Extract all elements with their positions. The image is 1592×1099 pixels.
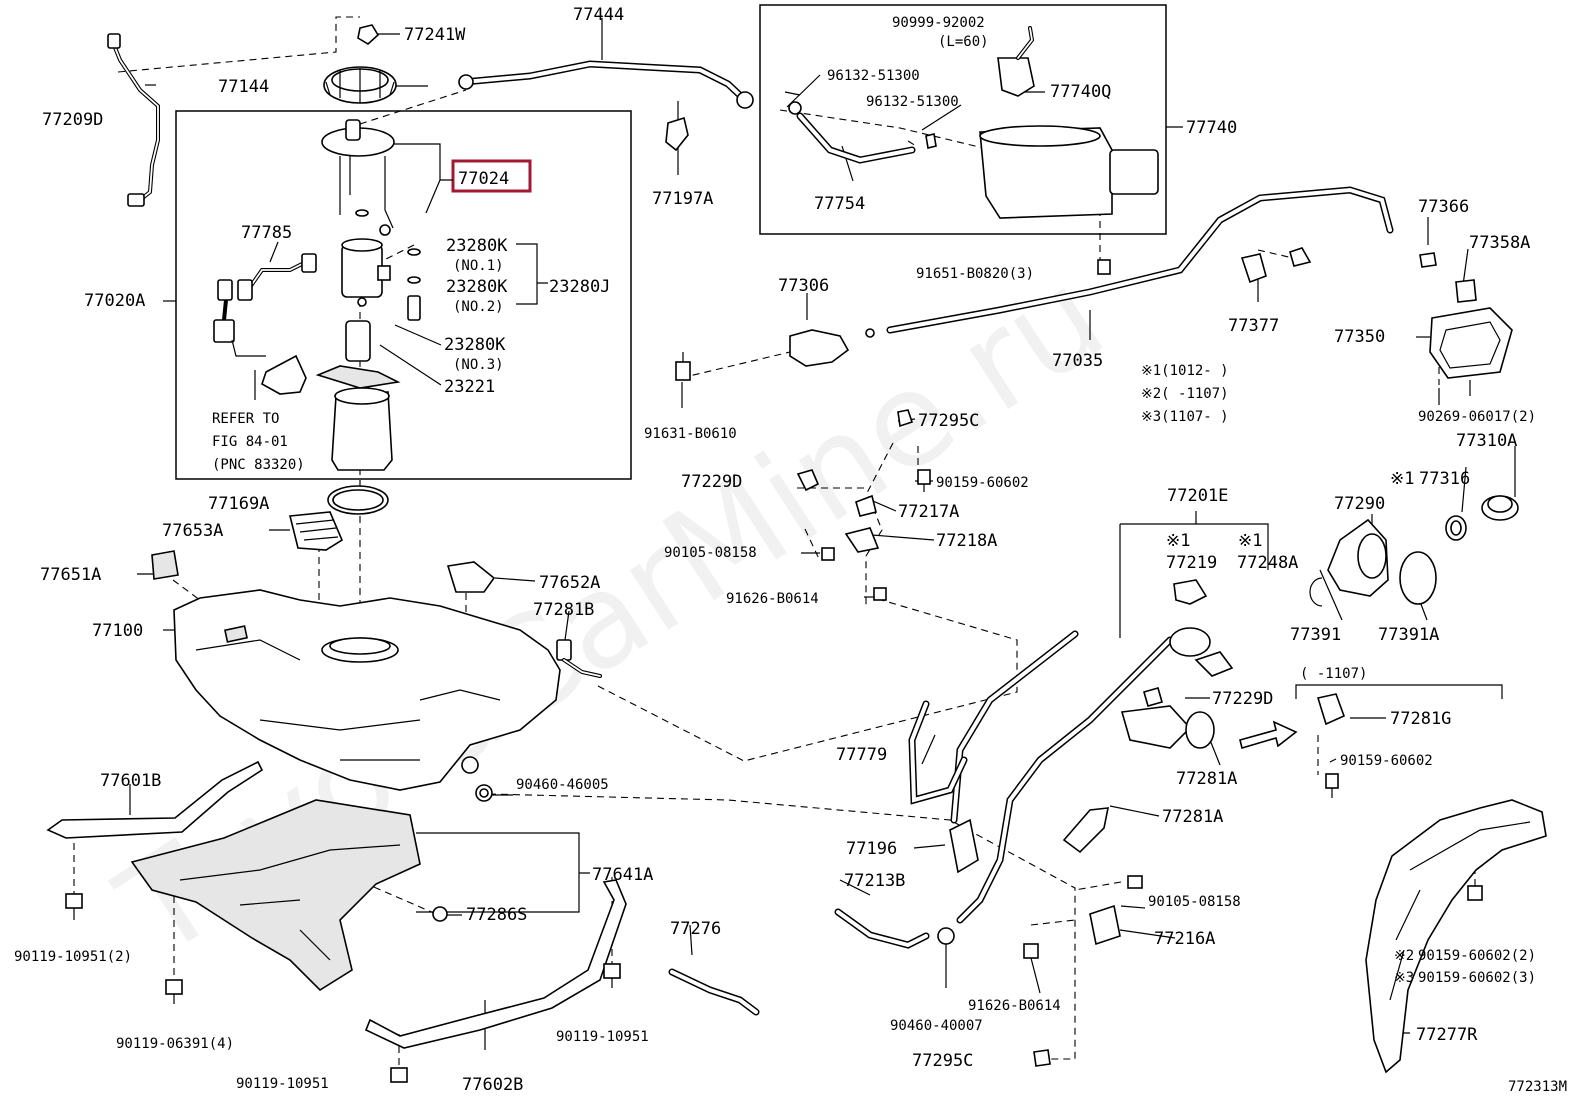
label-77377[interactable]: 77377 [1228,316,1279,336]
variant-label: ( -1107) [1300,666,1367,682]
label-77601B[interactable]: 77601B [100,771,161,791]
label-77316[interactable]: 77316 [1419,469,1470,489]
refer-line-2: FIG 84-01 [212,434,288,450]
label-77641A[interactable]: 77641A [592,865,653,885]
label-91631-B0610[interactable]: 91631-B0610 [644,426,737,442]
label-77196[interactable]: 77196 [846,839,897,859]
label-23280J[interactable]: 23280J [549,277,610,297]
label-77144[interactable]: 77144 [218,77,269,97]
footnote-1: ※1(1012- ) [1141,363,1229,379]
canister-assembly-frame [759,4,1167,235]
label-77241W[interactable]: 77241W [404,25,466,45]
label-77217A[interactable]: 77217A [898,502,959,522]
label-77169A[interactable]: 77169A [208,494,269,514]
label-96132-51300-a[interactable]: 96132-51300 [827,68,920,84]
label-77281A-b[interactable]: 77281A [1162,807,1223,827]
refer-line-3: (PNC 83320) [212,457,305,473]
label-77290[interactable]: 77290 [1334,494,1385,514]
label-90159-60602-b[interactable]: 90159-60602 [1340,753,1433,769]
label-77779[interactable]: 77779 [836,745,887,765]
label-96132-51300-b[interactable]: 96132-51300 [866,94,959,110]
label-77277R[interactable]: 77277R [1416,1025,1478,1045]
label-77201E[interactable]: 77201E [1167,486,1228,506]
label-91626-B0614-b[interactable]: 91626-B0614 [968,998,1061,1014]
diagram-code: 772313M [1508,1079,1567,1095]
label-90119-10951-b[interactable]: 90119-10951 [556,1029,649,1045]
label-77281A-a[interactable]: 77281A [1176,769,1237,789]
label-91651-B0820[interactable]: 91651-B0820(3) [916,266,1034,282]
label-90159-60602-a[interactable]: 90159-60602 [936,475,1029,491]
footnote-3: ※3(1107- ) [1141,409,1229,425]
label-77218A[interactable]: 77218A [936,531,997,551]
label-90119-06391[interactable]: 90119-06391(4) [116,1036,234,1052]
mark-77219: ※1 [1166,531,1190,551]
mark-77248A: ※1 [1238,531,1262,551]
label-90105-08158-a[interactable]: 90105-08158 [664,545,757,561]
label-77281B[interactable]: 77281B [533,600,594,620]
label-90119-10951-c[interactable]: 90119-10951 [236,1076,329,1092]
footnote-2: ※2( -1107) [1141,386,1229,402]
label-77653A[interactable]: 77653A [162,521,223,541]
label-77295C-b[interactable]: 77295C [912,1051,973,1071]
label-23280K-3[interactable]: 23280K [444,335,506,355]
label-90105-08158-b[interactable]: 90105-08158 [1148,894,1241,910]
label-90269-06017[interactable]: 90269-06017(2) [1418,409,1536,425]
label-77024[interactable]: 77024 [458,169,509,189]
mark-77316: ※1 [1390,469,1414,489]
label-90460-40007[interactable]: 90460-40007 [890,1018,983,1034]
label-l60: (L=60) [938,34,989,50]
label-77306[interactable]: 77306 [778,276,829,296]
label-77020A[interactable]: 77020A [84,291,145,311]
label-77785[interactable]: 77785 [241,223,292,243]
label-77209D[interactable]: 77209D [42,110,103,130]
label-90999-92002[interactable]: 90999-92002 [892,15,985,31]
label-77310A[interactable]: 77310A [1456,431,1517,451]
label-23280K-1[interactable]: 23280K [446,236,508,256]
label-77652A[interactable]: 77652A [539,573,600,593]
label-77366[interactable]: 77366 [1418,197,1469,217]
label-91626-B0614-a[interactable]: 91626-B0614 [726,591,819,607]
label-90460-46005[interactable]: 90460-46005 [516,777,609,793]
label-no1: (NO.1) [453,258,504,274]
label-77358A[interactable]: 77358A [1469,233,1530,253]
mark-90159-c: ※2 [1394,948,1414,964]
label-90119-10951-a[interactable]: 90119-10951(2) [14,949,132,965]
label-77229D-b[interactable]: 77229D [1212,689,1273,709]
label-77602B[interactable]: 77602B [462,1075,523,1095]
label-77286S[interactable]: 77286S [466,905,527,925]
label-77651A[interactable]: 77651A [40,565,101,585]
label-77229D-a[interactable]: 77229D [681,472,742,492]
label-77216A[interactable]: 77216A [1154,929,1215,949]
refer-line-1: REFER TO [212,411,279,427]
label-90159-60602-d[interactable]: 90159-60602(3) [1418,970,1536,986]
label-no3: (NO.3) [453,357,504,373]
label-77740Q[interactable]: 77740Q [1050,82,1111,102]
label-77248A[interactable]: 77248A [1237,553,1298,573]
highlight-box-77024 [451,159,532,193]
label-90159-60602-c[interactable]: 90159-60602(2) [1418,948,1536,964]
label-no2: (NO.2) [453,299,504,315]
pump-assembly-frame [175,110,632,480]
label-77754[interactable]: 77754 [814,194,865,214]
label-77444[interactable]: 77444 [573,5,624,25]
label-77197A[interactable]: 77197A [652,189,713,209]
label-77281G[interactable]: 77281G [1390,709,1451,729]
label-77391A[interactable]: 77391A [1378,625,1439,645]
mark-90159-d: ※3 [1394,970,1414,986]
label-23221[interactable]: 23221 [444,377,495,397]
label-77219[interactable]: 77219 [1166,553,1217,573]
label-77391[interactable]: 77391 [1290,625,1341,645]
label-77276[interactable]: 77276 [670,919,721,939]
label-77295C-a[interactable]: 77295C [918,411,979,431]
label-77035[interactable]: 77035 [1052,351,1103,371]
label-77350[interactable]: 77350 [1334,327,1385,347]
label-77740[interactable]: 77740 [1186,118,1237,138]
label-23280K-2[interactable]: 23280K [446,277,508,297]
label-77213B[interactable]: 77213B [844,871,905,891]
label-77100[interactable]: 77100 [92,621,143,641]
